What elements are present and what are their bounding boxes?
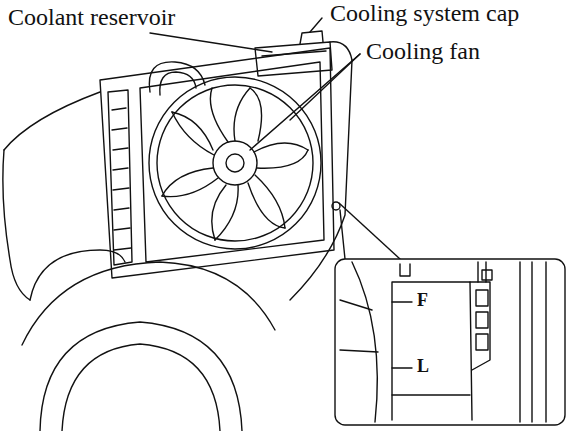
level-mark: L xyxy=(417,357,429,377)
inset-clip xyxy=(482,270,492,280)
full-mark xyxy=(392,301,412,302)
part-name: Cooling system cap xyxy=(330,0,519,26)
inset-reservoir xyxy=(470,282,490,370)
callout-line xyxy=(339,203,400,259)
hose xyxy=(160,72,196,95)
inset-fender xyxy=(340,300,378,352)
leader-line xyxy=(150,33,272,52)
fan-ring xyxy=(149,77,321,249)
low-mark xyxy=(392,367,412,368)
part-name: Cooling fan xyxy=(366,38,480,64)
fan-blades xyxy=(162,88,308,240)
radiator-core xyxy=(108,90,132,265)
leader-line xyxy=(250,54,360,150)
wheel-arch xyxy=(22,262,275,345)
coolant-reservoir xyxy=(255,42,332,76)
fan-shroud xyxy=(140,62,324,262)
inset-bracket xyxy=(400,264,410,276)
inset-reservoir xyxy=(392,282,472,420)
radiator-fins xyxy=(112,108,131,250)
callout-line xyxy=(340,210,345,259)
fan-blades xyxy=(162,88,308,240)
fan-hub xyxy=(226,154,244,172)
leader-line xyxy=(310,18,322,32)
level-mark: F xyxy=(417,291,428,311)
fan-ring xyxy=(157,85,313,241)
detail-inset xyxy=(335,259,565,425)
inset-slots xyxy=(476,290,488,350)
cooling-system-cap xyxy=(300,31,323,44)
leader-line xyxy=(290,54,360,120)
inset-fender xyxy=(352,262,377,422)
inset-reservoir xyxy=(392,394,470,395)
hood-edge xyxy=(4,92,100,150)
inset-radiator xyxy=(520,262,546,422)
wheel xyxy=(62,344,220,431)
wheel xyxy=(40,322,242,431)
hose xyxy=(149,62,205,92)
hood-edge xyxy=(330,42,352,60)
bumper-edge xyxy=(3,150,30,300)
fan-hub xyxy=(213,141,257,185)
part-name: Coolant reservoir xyxy=(8,4,175,30)
radiator-frame xyxy=(100,48,334,278)
